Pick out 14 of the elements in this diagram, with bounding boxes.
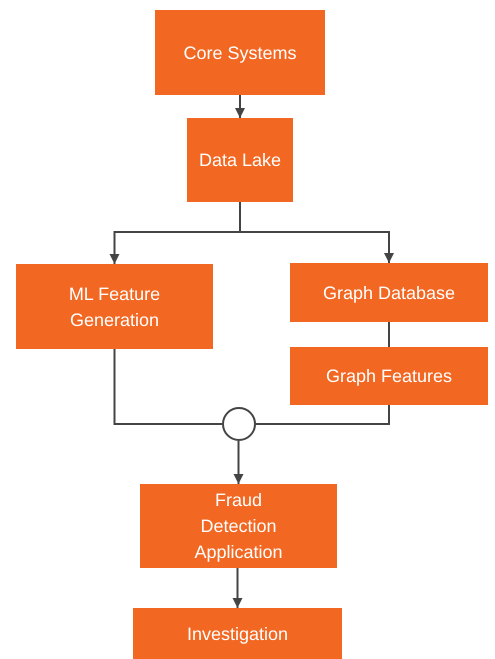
arrow (235, 95, 245, 118)
process-box: Core Systems (155, 10, 325, 95)
connector-line (114, 349, 222, 425)
process-box: Graph Database (290, 263, 488, 322)
process-box: Graph Features (290, 347, 488, 405)
process-box: Data Lake (187, 118, 293, 202)
process-box: Investigation (133, 608, 342, 659)
junction-circle (222, 407, 256, 441)
connector-line (388, 322, 390, 347)
arrow (232, 568, 242, 608)
connector-line (256, 405, 390, 425)
process-box: ML Feature Generation (16, 264, 213, 349)
process-box: Fraud Detection Application (140, 484, 337, 568)
arrow (234, 441, 244, 484)
